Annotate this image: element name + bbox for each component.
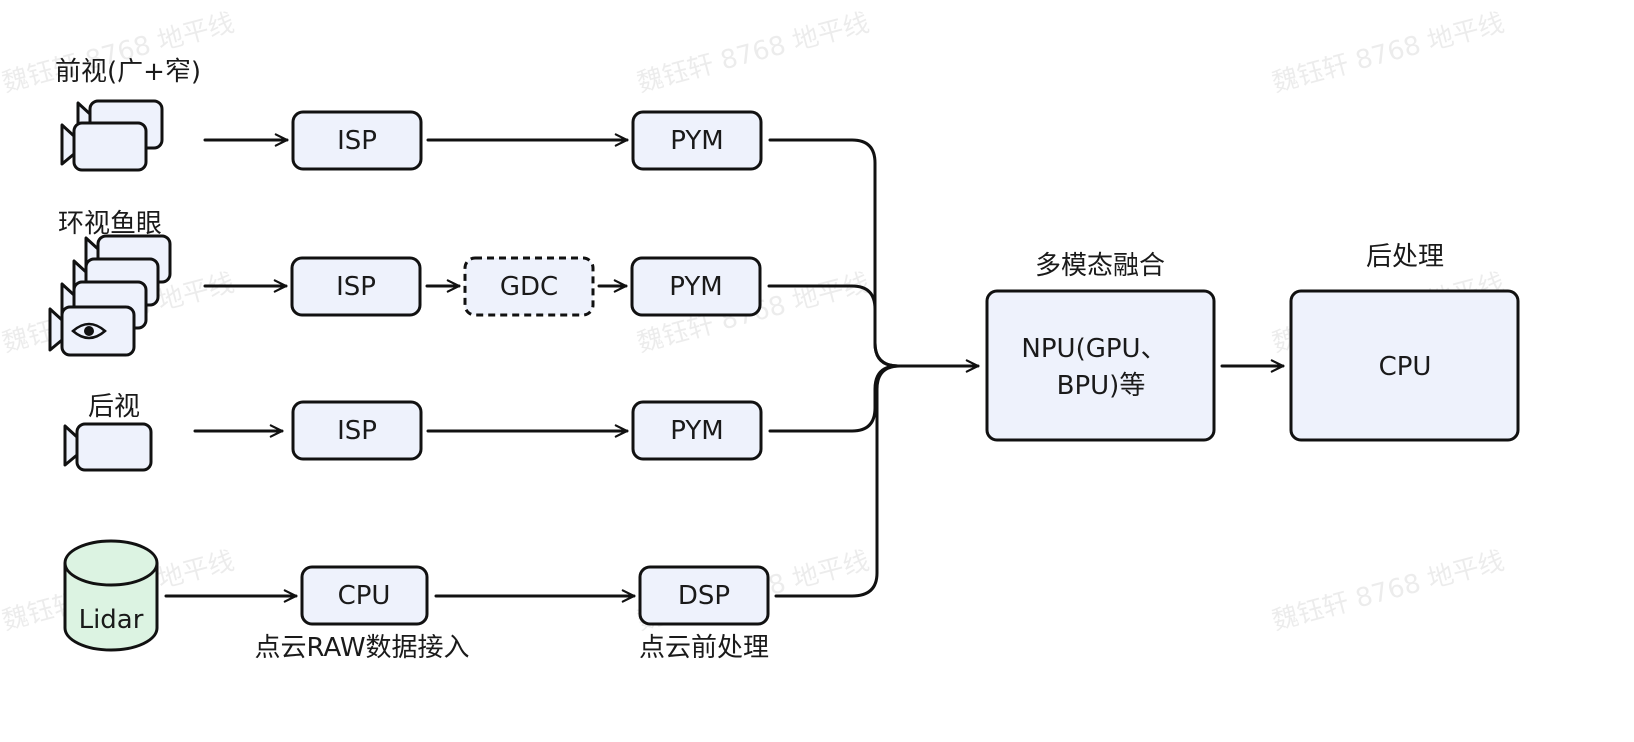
camera-icon	[48, 234, 172, 357]
rear-view-label: 后视	[88, 392, 140, 422]
front-view-label: 前视(广+窄)	[55, 57, 201, 87]
fusion-label: 多模态融合	[1035, 251, 1165, 281]
pym-rear-label: PYM	[670, 416, 723, 446]
camera-icon	[63, 422, 153, 472]
cpu-lidar-caption: 点云RAW数据接入	[254, 633, 469, 663]
cpu-lidar-box	[300, 565, 429, 626]
pym-rear-box	[631, 400, 763, 461]
database-cylinder-icon	[63, 539, 159, 652]
isp-front-label: ISP	[337, 126, 377, 156]
watermark: 魏钰轩 8768 地平线	[1269, 8, 1507, 99]
npu-label-line2: BPU)等	[1057, 371, 1146, 401]
gdc-surround-label: GDC	[500, 272, 558, 302]
isp-rear-label: ISP	[337, 416, 377, 446]
isp-surround-label: ISP	[336, 272, 376, 302]
cpu-lidar-label: CPU	[338, 581, 391, 611]
watermark: 魏钰轩 8768 地平线	[634, 8, 872, 99]
cpu-post-label: CPU	[1379, 352, 1432, 382]
pym-front-label: PYM	[670, 126, 723, 156]
merge-connectors	[767, 138, 980, 598]
dsp-lidar-caption: 点云前处理	[639, 633, 769, 663]
arrow-right-icon	[164, 133, 1285, 603]
fisheye-eye-icon	[71, 322, 107, 340]
npu-label-line1: NPU(GPU、	[1021, 334, 1166, 364]
edge-dsp-npu	[774, 364, 902, 598]
dsp-lidar-label: DSP	[678, 581, 730, 611]
pym-surround-box	[630, 256, 762, 317]
watermark-layer: 魏钰轩 8768 地平线 魏钰轩 8768 地平线 魏钰轩 8768 地平线 魏…	[0, 8, 1507, 637]
dsp-lidar-box	[638, 565, 770, 626]
isp-surround-box	[290, 256, 422, 317]
post-processing-label: 后处理	[1366, 242, 1444, 272]
gdc-surround-box	[463, 256, 595, 317]
pym-surround-label: PYM	[669, 272, 722, 302]
isp-rear-box	[291, 400, 423, 461]
edge-pym-surround-npu	[767, 284, 900, 368]
lidar-label: Lidar	[79, 605, 144, 635]
surround-fisheye-label: 环视鱼眼	[58, 209, 162, 239]
watermark: 魏钰轩 8768 地平线	[1269, 546, 1507, 637]
isp-front-box	[291, 110, 423, 171]
camera-icon	[60, 99, 164, 172]
cpu-post-box	[1289, 289, 1520, 442]
pym-front-box	[631, 110, 763, 171]
npu-fusion-box	[985, 289, 1216, 442]
